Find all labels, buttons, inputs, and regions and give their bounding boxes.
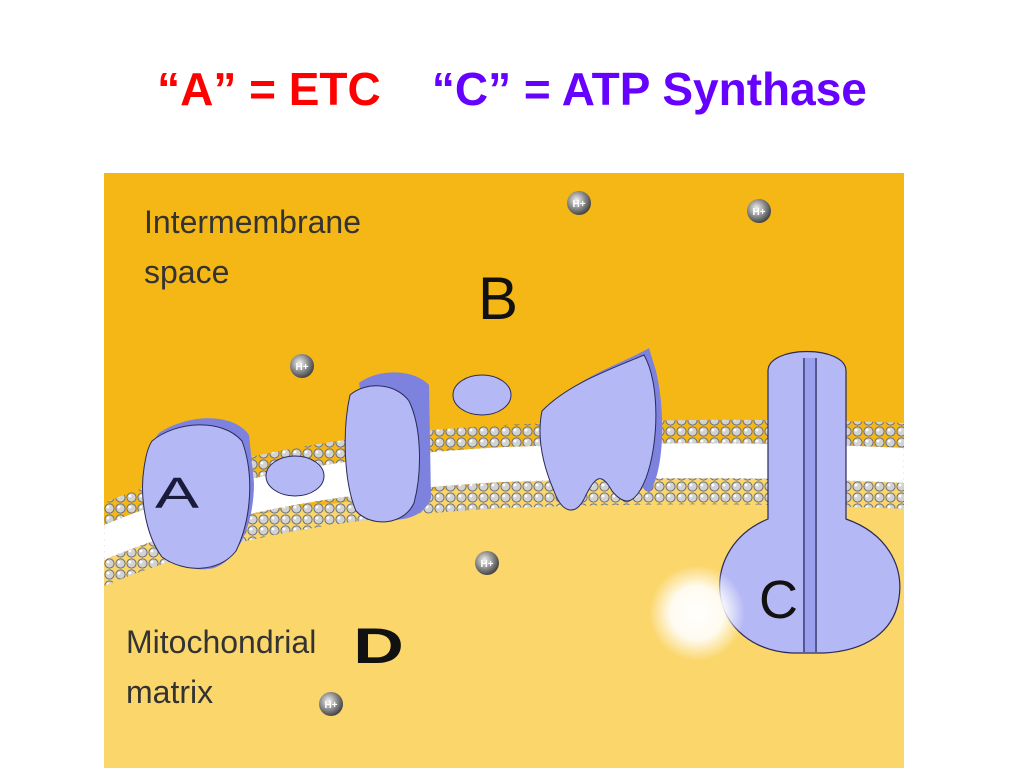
proton-3: H+ bbox=[290, 354, 314, 378]
slide-title: “A” = ETC “C” = ATP Synthase bbox=[0, 62, 1024, 117]
atp-glow bbox=[649, 565, 745, 661]
proton-2: H+ bbox=[747, 199, 771, 223]
label-a: A bbox=[155, 468, 200, 517]
intermembrane-label-line2: space bbox=[144, 254, 229, 290]
label-b: B bbox=[478, 265, 518, 332]
title-gap bbox=[381, 63, 432, 115]
ubiquinone-carrier bbox=[265, 455, 325, 497]
matrix-label-line2: matrix bbox=[126, 674, 213, 710]
label-d: D bbox=[353, 618, 404, 674]
proton-5: H+ bbox=[319, 692, 343, 716]
cytochrome-c bbox=[452, 374, 512, 416]
proton-label-2: H+ bbox=[752, 207, 765, 218]
etc-diagram: H+ H+ H+ H+ H+ Intermembrane space Mitoc… bbox=[104, 173, 904, 768]
proton-label-3: H+ bbox=[295, 362, 308, 373]
proton-label-4: H+ bbox=[480, 559, 493, 570]
proton-label-1: H+ bbox=[572, 199, 585, 210]
proton-1: H+ bbox=[567, 191, 591, 215]
title-etc: “A” = ETC bbox=[157, 63, 381, 115]
protein-complex-iii bbox=[344, 372, 431, 523]
diagram-svg: H+ H+ H+ H+ H+ Intermembrane space Mitoc… bbox=[104, 173, 904, 768]
mitochondrial-matrix-region bbox=[104, 456, 904, 768]
label-c: C bbox=[759, 570, 798, 630]
protein-complex-a bbox=[142, 418, 254, 570]
intermembrane-label-line1: Intermembrane bbox=[144, 204, 361, 240]
protein-complex-iv bbox=[539, 348, 663, 511]
proton-label-5: H+ bbox=[324, 700, 337, 711]
proton-4: H+ bbox=[475, 551, 499, 575]
title-atp-synthase: “C” = ATP Synthase bbox=[431, 63, 867, 115]
matrix-label-line1: Mitochondrial bbox=[126, 624, 316, 660]
